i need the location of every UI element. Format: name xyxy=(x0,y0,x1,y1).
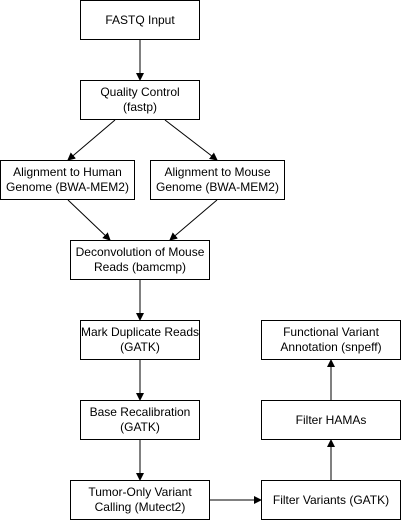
node-variant-calling: Tumor-Only Variant Calling (Mutect2) xyxy=(70,480,210,520)
node-align-mouse: Alignment to Mouse Genome (BWA-MEM2) xyxy=(150,160,285,200)
node-mark-duplicates: Mark Duplicate Reads (GATK) xyxy=(80,320,200,360)
node-label-line: Genome (BWA-MEM2) xyxy=(6,180,129,194)
node-label-line: Genome (BWA-MEM2) xyxy=(156,180,279,194)
node-align-human: Alignment to Human Genome (BWA-MEM2) xyxy=(0,160,135,200)
node-filter-variants: Filter Variants (GATK) xyxy=(261,480,401,520)
node-label-line: Alignment to Human xyxy=(13,165,122,179)
node-label-line: Tumor-Only Variant xyxy=(88,485,192,499)
node-label-line: Quality Control xyxy=(100,85,180,99)
node-label-line: Reads (bamcmp) xyxy=(93,260,187,274)
node-label-line: Filter HAMAs xyxy=(295,412,367,427)
node-label-line: (GATK) xyxy=(120,420,160,434)
node-label-line: Calling (Mutect2) xyxy=(94,500,186,514)
node-label-line: Base Recalibration xyxy=(89,405,191,419)
node-label-line: Functional Variant xyxy=(283,325,379,339)
edge-quality-control-to-align-human xyxy=(67,119,116,161)
node-deconvolution: Deconvolution of Mouse Reads (bamcmp) xyxy=(70,240,210,280)
edge-quality-control-to-align-mouse xyxy=(164,119,218,161)
edge-align-mouse-to-deconvolution xyxy=(169,199,218,241)
node-base-recalibration: Base Recalibration (GATK) xyxy=(80,400,200,440)
node-label-line: Alignment to Mouse xyxy=(164,165,271,179)
node-quality-control: Quality Control (fastp) xyxy=(80,80,200,120)
node-fastq-input: FASTQ Input xyxy=(80,0,200,40)
node-label-line: (GATK) xyxy=(120,340,160,354)
edge-align-human-to-deconvolution xyxy=(67,199,111,241)
node-label-line: (fastp) xyxy=(122,100,157,114)
node-functional-annotation: Functional Variant Annotation (snpeff) xyxy=(261,320,401,360)
node-label-line: FASTQ Input xyxy=(105,12,175,27)
node-filter-hamas: Filter HAMAs xyxy=(261,400,401,440)
node-label-line: Deconvolution of Mouse xyxy=(75,245,205,259)
node-label-line: Filter Variants (GATK) xyxy=(272,492,390,507)
node-label-line: Mark Duplicate Reads xyxy=(80,325,200,339)
node-label-line: Annotation (snpeff) xyxy=(280,340,382,354)
